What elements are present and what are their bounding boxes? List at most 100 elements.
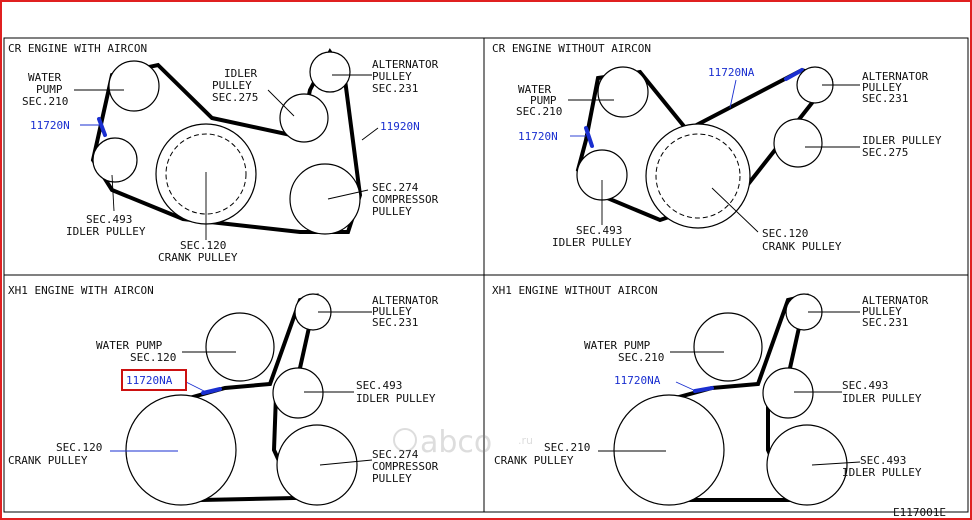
crank-sec: SEC.120 [762,227,808,240]
crank-sec: SEC.210 [544,441,590,454]
alternator-label: PULLEY [372,305,412,318]
crank-pulley [125,394,237,506]
water-pump-label: WATER PUMP [96,339,163,352]
water-pump-pulley [693,312,763,382]
idler-label: IDLER [224,67,257,80]
leader-line [711,187,759,233]
water-pump-sec: SEC.210 [618,351,664,364]
water-pump-label: PUMP [36,83,63,96]
idler-pulley-upper [279,93,329,143]
alternator-sec: SEC.231 [372,316,418,329]
alternator-label: ALTERNATOR [862,70,929,83]
leader-line [267,89,295,117]
alternator-label: PULLEY [372,70,412,83]
crank-label: CRANK PULLEY [8,454,88,467]
water-pump-pulley [205,312,275,382]
alternator-label: PULLEY [862,305,902,318]
panel-title: XH1 ENGINE WITHOUT AIRCON [492,284,658,297]
panel-xh1-with-aircon: XH1 ENGINE WITH AIRCON ALTERNATOR PULLEY… [8,284,439,506]
compressor-sec: SEC.274 [372,181,419,194]
idler-sec: SEC.493 [356,379,402,392]
panel-title: CR ENGINE WITH AIRCON [8,42,147,55]
compressor-label: COMPRESSOR [372,193,439,206]
water-pump-sec: SEC.120 [130,351,176,364]
leader-line [729,79,737,109]
belt-part-number: 11720NA [126,374,173,387]
water-pump-label: WATER [518,83,551,96]
idler-lower-sec: SEC.493 [576,224,622,237]
compressor-sec: SEC.274 [372,448,419,461]
crank-pulley [645,123,751,229]
compressor-label: COMPRESSOR [372,460,439,473]
alternator-label: ALTERNATOR [372,294,439,307]
compressor-label: PULLEY [372,472,412,485]
water-pump-sec: SEC.210 [22,95,68,108]
compressor-pulley [289,163,361,235]
alternator-pulley [309,51,351,93]
leader-line [185,381,207,393]
belt-segment-highlight [201,387,222,395]
idler-lower-sec: SEC.493 [860,454,906,467]
watermark-text: abco [420,425,492,460]
panel-title: CR ENGINE WITHOUT AIRCON [492,42,651,55]
alternator-label: PULLEY [862,81,902,94]
alternator-sec: SEC.231 [862,316,908,329]
belt-part-number-2: 11720N [518,130,558,143]
crank-sec: SEC.120 [180,239,226,252]
crank-sec: SEC.120 [56,441,102,454]
serpentine-belt [90,48,363,234]
crank-pulley-inner [655,133,741,219]
idler-lower-label: IDLER PULLEY [842,466,922,479]
crank-label: CRANK PULLEY [158,251,238,264]
idler-label: PULLEY [212,79,252,92]
idler-pulley-lower [92,137,138,183]
belt-part-number: 11720NA [614,374,661,387]
watermark: abco .ru [393,425,533,460]
belt-part-number-2: 11720N [30,119,70,132]
compressor-pulley [276,424,358,506]
crank-pulley [613,394,725,506]
panel-cr-with-aircon: CR ENGINE WITH AIRCON WATER PUMP SEC.210… [8,42,439,264]
idler-label: IDLER PULLEY [862,134,942,147]
belt-segment-highlight [97,117,107,137]
belt-segment-highlight [784,68,804,81]
alternator-sec: SEC.231 [862,92,908,105]
leader-line [675,381,699,393]
panel-cr-without-aircon: CR ENGINE WITHOUT AIRCON 11720NA WATER P… [492,42,942,253]
leader-line [811,461,861,466]
idler-lower-label: IDLER PULLEY [66,225,146,238]
water-pump-label: WATER PUMP [584,339,651,352]
idler-label: IDLER PULLEY [842,392,922,405]
leader-line [361,127,379,141]
highlight-box [121,369,187,391]
water-pump-label: WATER [28,71,61,84]
panel-xh1-without-aircon: XH1 ENGINE WITHOUT AIRCON ALTERNATOR PUL… [492,284,929,506]
figure-id: E117001E [893,506,946,519]
belt-segment-highlight [584,126,594,148]
crank-pulley-inner [165,133,247,215]
crank-label: CRANK PULLEY [762,240,842,253]
idler-sec: SEC.493 [842,379,888,392]
idler-pulley-lower [766,424,848,506]
idler-lower-label: IDLER PULLEY [552,236,632,249]
idler-sec: SEC.275 [862,146,908,159]
panel-title: XH1 ENGINE WITH AIRCON [8,284,154,297]
idler-sec: SEC.275 [212,91,258,104]
alternator-sec: SEC.231 [372,82,418,95]
watermark-logo-icon [393,428,417,452]
idler-lower-sec: SEC.493 [86,213,132,226]
watermark-suffix: .ru [518,434,533,447]
alternator-label: ALTERNATOR [862,294,929,307]
leader-line [319,459,373,466]
idler-pulley [773,118,823,168]
idler-pulley [762,367,814,419]
idler-pulley [272,367,324,419]
belt-segment-highlight [693,386,714,393]
compressor-label: PULLEY [372,205,412,218]
belt-part-number: 11920N [380,120,420,133]
leader-line [111,174,115,212]
belt-part-number: 11720NA [708,66,755,79]
water-pump-sec: SEC.210 [516,105,562,118]
